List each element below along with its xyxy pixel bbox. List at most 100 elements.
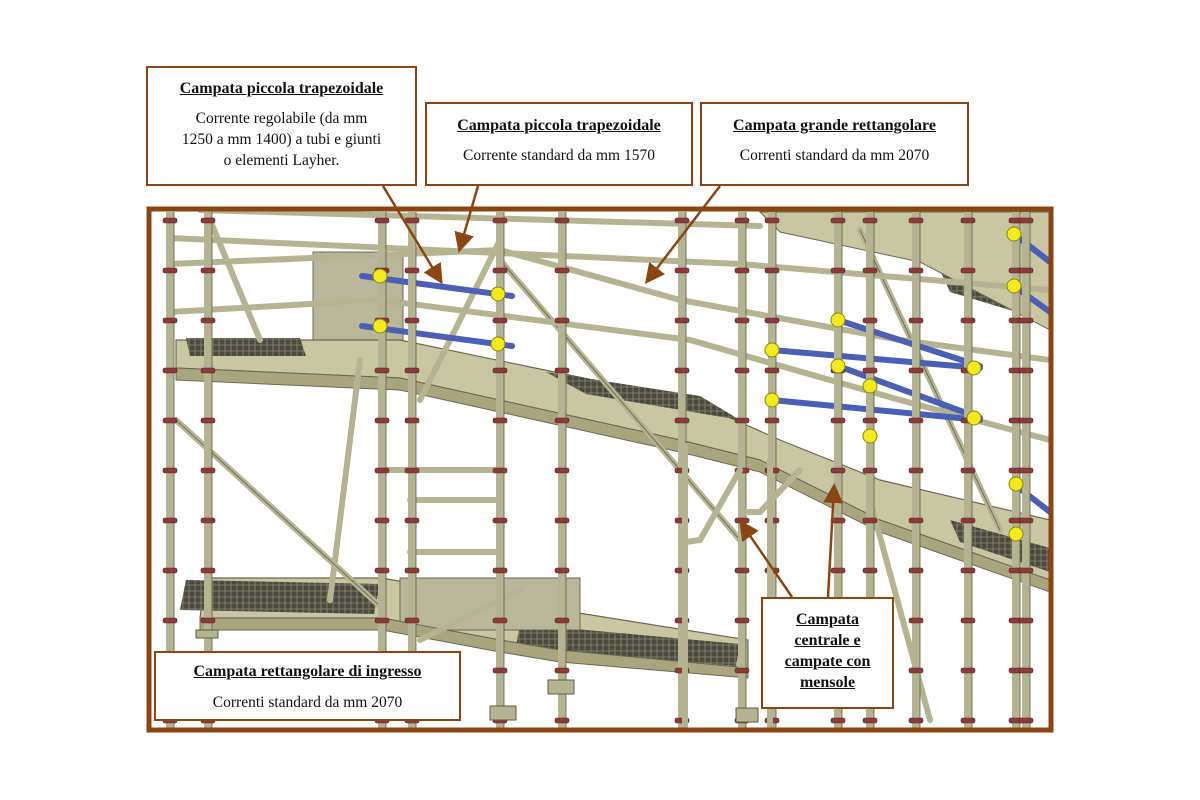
rosette-ring: [830, 267, 846, 274]
rosette-ring: [862, 417, 878, 424]
callout-title-line: Campata: [795, 611, 860, 628]
rosette-ring: [734, 567, 750, 574]
rosette-ring: [908, 267, 924, 274]
rosette-ring: [374, 467, 390, 474]
rosette-ring: [960, 567, 976, 574]
rosette-ring: [554, 517, 570, 524]
callout-line: 1250 a mm 1400) a tubi e giunti: [181, 131, 382, 148]
rosette-ring: [1018, 217, 1034, 224]
rosette-ring: [830, 717, 846, 724]
rosette-ring: [1018, 617, 1034, 624]
coupler-joint: [966, 410, 982, 426]
rosette-ring: [1018, 467, 1034, 474]
coupler-joint: [1008, 476, 1024, 492]
rosette-ring: [554, 617, 570, 624]
blue-ledgers: [359, 231, 1049, 515]
callout-title-line: centrale e: [794, 632, 861, 649]
rosette-ring: [200, 317, 216, 324]
rosette-ring: [764, 317, 780, 324]
callout-central-with-brackets: Campata centrale e campate con mensole: [761, 597, 894, 709]
rosette-ring: [404, 417, 420, 424]
rosette-ring: [734, 417, 750, 424]
rosette-ring: [492, 467, 508, 474]
yellow-couplers: [372, 226, 1024, 542]
rosette-ring: [200, 417, 216, 424]
rosette-ring: [162, 467, 178, 474]
rosette-ring: [374, 517, 390, 524]
arrow-bottom-right-a: [739, 519, 794, 598]
callout-body: Correnti standard da mm 2070: [739, 147, 930, 164]
rosette-ring: [674, 367, 690, 374]
rosette-ring: [862, 317, 878, 324]
rosette-ring: [404, 567, 420, 574]
rosette-ring: [674, 417, 690, 424]
rosette-ring: [908, 717, 924, 724]
rosette-ring: [908, 317, 924, 324]
rosette-ring: [734, 217, 750, 224]
rosette-ring: [960, 467, 976, 474]
rosette-ring: [734, 267, 750, 274]
rosette-ring: [162, 417, 178, 424]
rosette-ring: [492, 267, 508, 274]
rosette-ring: [764, 367, 780, 374]
coupler-joint: [1008, 526, 1024, 542]
rosette-ring: [674, 217, 690, 224]
rosette-ring: [908, 417, 924, 424]
rosette-ring: [554, 217, 570, 224]
arrow-top-left: [381, 185, 443, 285]
rosette-ring: [404, 617, 420, 624]
rosette-ring: [674, 267, 690, 274]
rosette-ring: [492, 617, 508, 624]
rosette-ring: [162, 317, 178, 324]
rosette-ring: [908, 667, 924, 674]
callout-body: Correnti standard da mm 2070: [212, 694, 403, 711]
rosette-ring: [554, 567, 570, 574]
rosette-ring: [1018, 517, 1034, 524]
rosette-ring: [960, 617, 976, 624]
rosette-ring: [200, 567, 216, 574]
callout-title: Campata rettangolare di ingresso: [193, 663, 422, 680]
rosette-ring: [734, 517, 750, 524]
rosette-ring: [554, 717, 570, 724]
coupler-joint: [1006, 226, 1022, 242]
rosette-ring: [162, 367, 178, 374]
rosette-ring: [374, 217, 390, 224]
coupler-joint: [1006, 278, 1022, 294]
lower-deck-edge: [199, 617, 749, 679]
rosette-ring: [404, 217, 420, 224]
callout-title: Campata grande rettangolare: [733, 117, 936, 134]
diagram-frame: [146, 206, 1054, 733]
rosette-ring: [200, 617, 216, 624]
arrow-top-middle: [454, 185, 480, 253]
rosette-ring: [960, 217, 976, 224]
rosette-ring: [492, 667, 508, 674]
scaffold-structure: [162, 211, 1049, 728]
callout-small-trapezoidal-standard: Campata piccola trapezoidale Corrente st…: [425, 102, 693, 186]
grating-2: [546, 372, 740, 420]
rosette-ring: [200, 217, 216, 224]
coupler-joint: [372, 268, 388, 284]
rosette-ring: [374, 417, 390, 424]
coupler-joint: [490, 336, 506, 352]
rosette-ring: [1018, 317, 1034, 324]
rosette-ring: [404, 367, 420, 374]
rosette-ring: [200, 467, 216, 474]
rosette-ring: [492, 517, 508, 524]
coupler-joint: [862, 428, 878, 444]
callout-title-line: campate con: [784, 653, 871, 670]
callout-large-rectangular: Campata grande rettangolare Correnti sta…: [700, 102, 969, 186]
grating-1: [186, 338, 306, 356]
rosette-ring: [1018, 367, 1034, 374]
coupler-joint: [830, 358, 846, 374]
rosette-ring: [764, 267, 780, 274]
coupler-joint: [490, 286, 506, 302]
callout-title: Campata piccola trapezoidale: [179, 80, 384, 97]
rosette-ring: [960, 267, 976, 274]
callout-arrows: [381, 185, 844, 598]
rosette-ring: [404, 267, 420, 274]
rosette-ring: [1018, 417, 1034, 424]
rosette-ring: [374, 617, 390, 624]
rosette-ring: [960, 517, 976, 524]
rosette-ring: [554, 317, 570, 324]
rosette-ring: [862, 267, 878, 274]
